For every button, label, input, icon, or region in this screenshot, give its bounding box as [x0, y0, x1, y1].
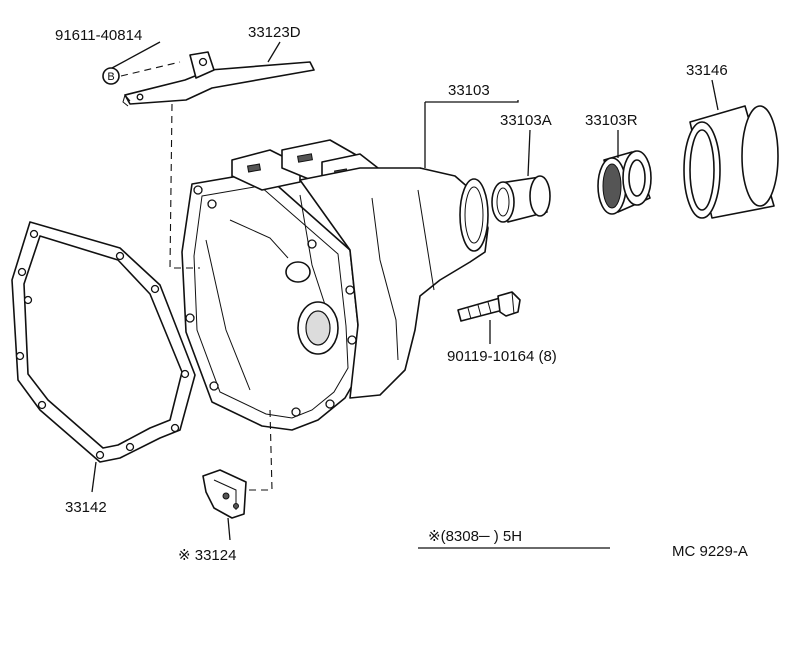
bolt-90119-10164 — [457, 291, 521, 322]
applicability-note: ※(8308─ ) 5H — [428, 528, 522, 545]
bolt-marker-letter: B — [107, 71, 114, 83]
bushing-33103A — [491, 175, 551, 223]
label-90119-10164: 90119-10164 (8) — [447, 348, 557, 365]
label-33142: 33142 — [65, 499, 107, 516]
gasket-33142 — [11, 221, 196, 463]
bolt-91611-40814-marker: B — [102, 67, 120, 85]
bracket-33123D — [122, 51, 315, 107]
transmission-case-33103 — [181, 139, 489, 431]
sleeve-33146 — [683, 105, 779, 219]
label-33123D: 33123D — [248, 24, 301, 41]
label-33103: 33103 — [448, 82, 490, 99]
leader-lines — [91, 41, 719, 549]
footer-code: MC 9229-A — [672, 543, 748, 560]
label-33103R: 33103R — [585, 112, 638, 129]
label-33124: ※ 33124 — [178, 547, 236, 564]
clip-33124 — [202, 469, 247, 519]
label-33103A: 33103A — [500, 112, 552, 129]
label-91611-40814: 91611-40814 — [55, 27, 142, 44]
oil-seal-33103R — [597, 150, 652, 215]
label-33146: 33146 — [686, 62, 728, 79]
